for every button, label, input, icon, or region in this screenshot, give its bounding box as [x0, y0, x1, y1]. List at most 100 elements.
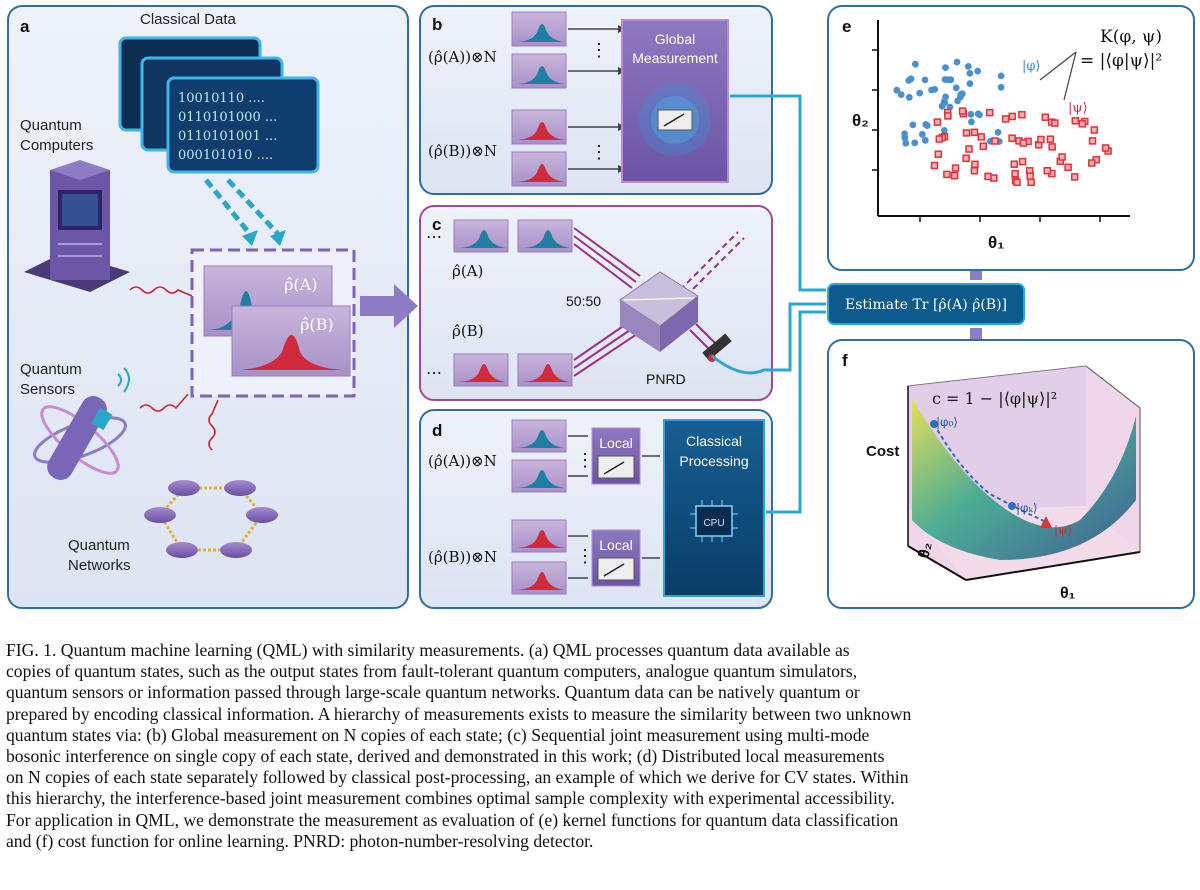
- state-a-label: ρ̂(A): [284, 275, 317, 294]
- kernel-line2: = |⟨φ|ψ⟩|²: [1080, 51, 1162, 71]
- scatter-blue-points: [893, 58, 1005, 147]
- scatter-blue-point: [994, 128, 1002, 136]
- beam-splitter: [619, 271, 699, 352]
- cpu-label: CPU: [703, 518, 724, 529]
- panel-b-state-boxes: [511, 11, 567, 187]
- scatter-blue-point: [911, 139, 919, 147]
- phik-label: |φₖ⟩: [1016, 501, 1038, 515]
- classical-processing-box: Classical Processing CPU: [663, 419, 765, 597]
- caption-line: bosonic interference on single copy of e…: [6, 746, 885, 767]
- psi-min-label: |ψ⟩: [1054, 523, 1072, 537]
- scatter-blue-point: [921, 76, 929, 84]
- quantum-sensors-label-2: Sensors: [20, 381, 75, 398]
- panel-b-rho-b-n: (ρ̂(B))⊗N: [428, 142, 497, 160]
- panel-d-letter: d: [432, 421, 442, 440]
- scatter-blue-point: [968, 118, 975, 126]
- scatter-red-point: [1078, 120, 1087, 128]
- arrow-a-to-c: [360, 284, 418, 328]
- classical-processing-line2: Processing: [679, 453, 748, 469]
- cost-ylabel: θ₂: [916, 541, 935, 559]
- scatter-blue-point: [974, 110, 982, 118]
- scatter-red-point: [984, 172, 992, 181]
- binary-line-3: 0110101001 ...: [178, 129, 277, 144]
- caption-line: For application in QML, we demonstrate t…: [6, 809, 899, 830]
- scatter-blue-point: [952, 84, 960, 92]
- scatter-red-point: [950, 171, 959, 180]
- scatter-red-point: [1018, 157, 1027, 166]
- panel-c-ellipsis-a: ⋯: [426, 227, 442, 246]
- scatter-red-point: [934, 150, 943, 158]
- scatter-blue-point: [916, 89, 924, 97]
- panel-d: d (ρ̂(A))⊗N (ρ̂(B))⊗N ⋮ ⋮ Local Local: [419, 409, 773, 609]
- cost-axis-label: Cost: [866, 443, 899, 460]
- scatter-red-point: [1019, 139, 1028, 147]
- quantum-networks-label-2: Networks: [68, 557, 131, 574]
- pnrd-label: PNRD: [646, 371, 686, 387]
- state-b-card: ρ̂(B): [231, 305, 351, 377]
- quantum-networks-label-1: Quantum: [68, 537, 130, 554]
- scatter-red-point: [1001, 115, 1010, 123]
- classical-data-screens: 10010110 .... 0110101000 ... 0110101001 …: [118, 36, 320, 174]
- scatter-red-point: [1048, 143, 1056, 151]
- phi0-point: [930, 420, 938, 428]
- panel-b-dots-2: ⋮: [590, 142, 608, 163]
- scatter-blue-point: [942, 93, 949, 101]
- scatter-red-point: [958, 107, 967, 115]
- figure-1: a Classical Data 10010110 .... 011010100…: [7, 5, 1195, 609]
- local-label-b: Local: [599, 537, 632, 553]
- encode-arrows: [204, 178, 280, 236]
- panel-c-beams: [573, 227, 745, 377]
- panel-c-state-boxes: [453, 219, 573, 387]
- scatter-red-point: [1018, 110, 1026, 119]
- scatter-blue-point: [940, 126, 948, 134]
- scatter-red-point: [1043, 166, 1052, 175]
- panel-d-rho-a-n: (ρ̂(A))⊗N: [428, 452, 497, 470]
- scatter-blue-point: [901, 134, 909, 142]
- scatter-red-point: [1037, 135, 1045, 144]
- scatter-red-point: [1013, 178, 1021, 187]
- scatter-red-point: [930, 161, 939, 170]
- panel-c-ellipsis-b: ⋯: [426, 363, 442, 382]
- classical-data-label: Classical Data: [140, 11, 237, 28]
- scatter-blue-point: [974, 67, 982, 75]
- scatter-red-point: [943, 170, 951, 179]
- scatter-blue-point: [966, 80, 974, 87]
- caption-line: FIG. 1. Quantum machine learning (QML) w…: [6, 640, 850, 660]
- panel-b: b (ρ̂(A))⊗N (ρ̂(B))⊗N ⋮ ⋮ Global Measure…: [419, 5, 773, 195]
- scatter-ylabel: θ₂: [852, 111, 869, 130]
- scatter-blue-point: [964, 63, 972, 70]
- scatter-red-point: [962, 129, 971, 137]
- estimate-label: Estimate Tr [ρ̂(A) ρ̂(B)]: [845, 297, 1007, 313]
- scatter-blue-point: [957, 93, 964, 101]
- quantum-computers-label-2: Computers: [20, 137, 93, 154]
- scatter-red-point: [971, 160, 979, 169]
- panel-b-dots-1: ⋮: [590, 40, 608, 61]
- scatter-red-point: [1011, 170, 1019, 178]
- scatter-xlabel: θ₁: [988, 233, 1004, 252]
- global-measurement-line2: Measurement: [632, 50, 718, 66]
- scatter-blue-point: [953, 58, 961, 66]
- scatter-red-point: [951, 164, 960, 172]
- scatter-red-point: [970, 167, 979, 175]
- caption-line: prepared by encoding classical informati…: [6, 703, 912, 724]
- scatter-blue-point: [997, 83, 1005, 91]
- global-measurement-box: Global Measurement: [621, 19, 729, 183]
- scatter-blue-point: [909, 121, 917, 129]
- scatter-blue-point: [902, 139, 910, 147]
- panel-c-rho-b: ρ̂(B): [452, 322, 484, 340]
- scatter-red-point: [1101, 144, 1110, 152]
- quantum-sensors-label-1: Quantum: [20, 361, 82, 378]
- panel-e-letter: e: [842, 17, 851, 36]
- beam-splitter-ratio: 50:50: [566, 293, 601, 309]
- cost-3d-box: [907, 365, 1141, 581]
- scatter-red-point: [1026, 172, 1034, 180]
- quantum-computers-label-1: Quantum: [20, 117, 82, 134]
- scatter-blue-point: [928, 86, 935, 94]
- panel-f-letter: f: [842, 351, 848, 370]
- scatter-red-point: [1070, 173, 1079, 181]
- scatter-red-point: [970, 128, 979, 137]
- cost-xlabel: θ₁: [1060, 585, 1076, 602]
- state-b-label: ρ̂(B): [300, 315, 334, 334]
- scatter-red-point: [1051, 119, 1059, 127]
- cpu-icon: [690, 500, 738, 542]
